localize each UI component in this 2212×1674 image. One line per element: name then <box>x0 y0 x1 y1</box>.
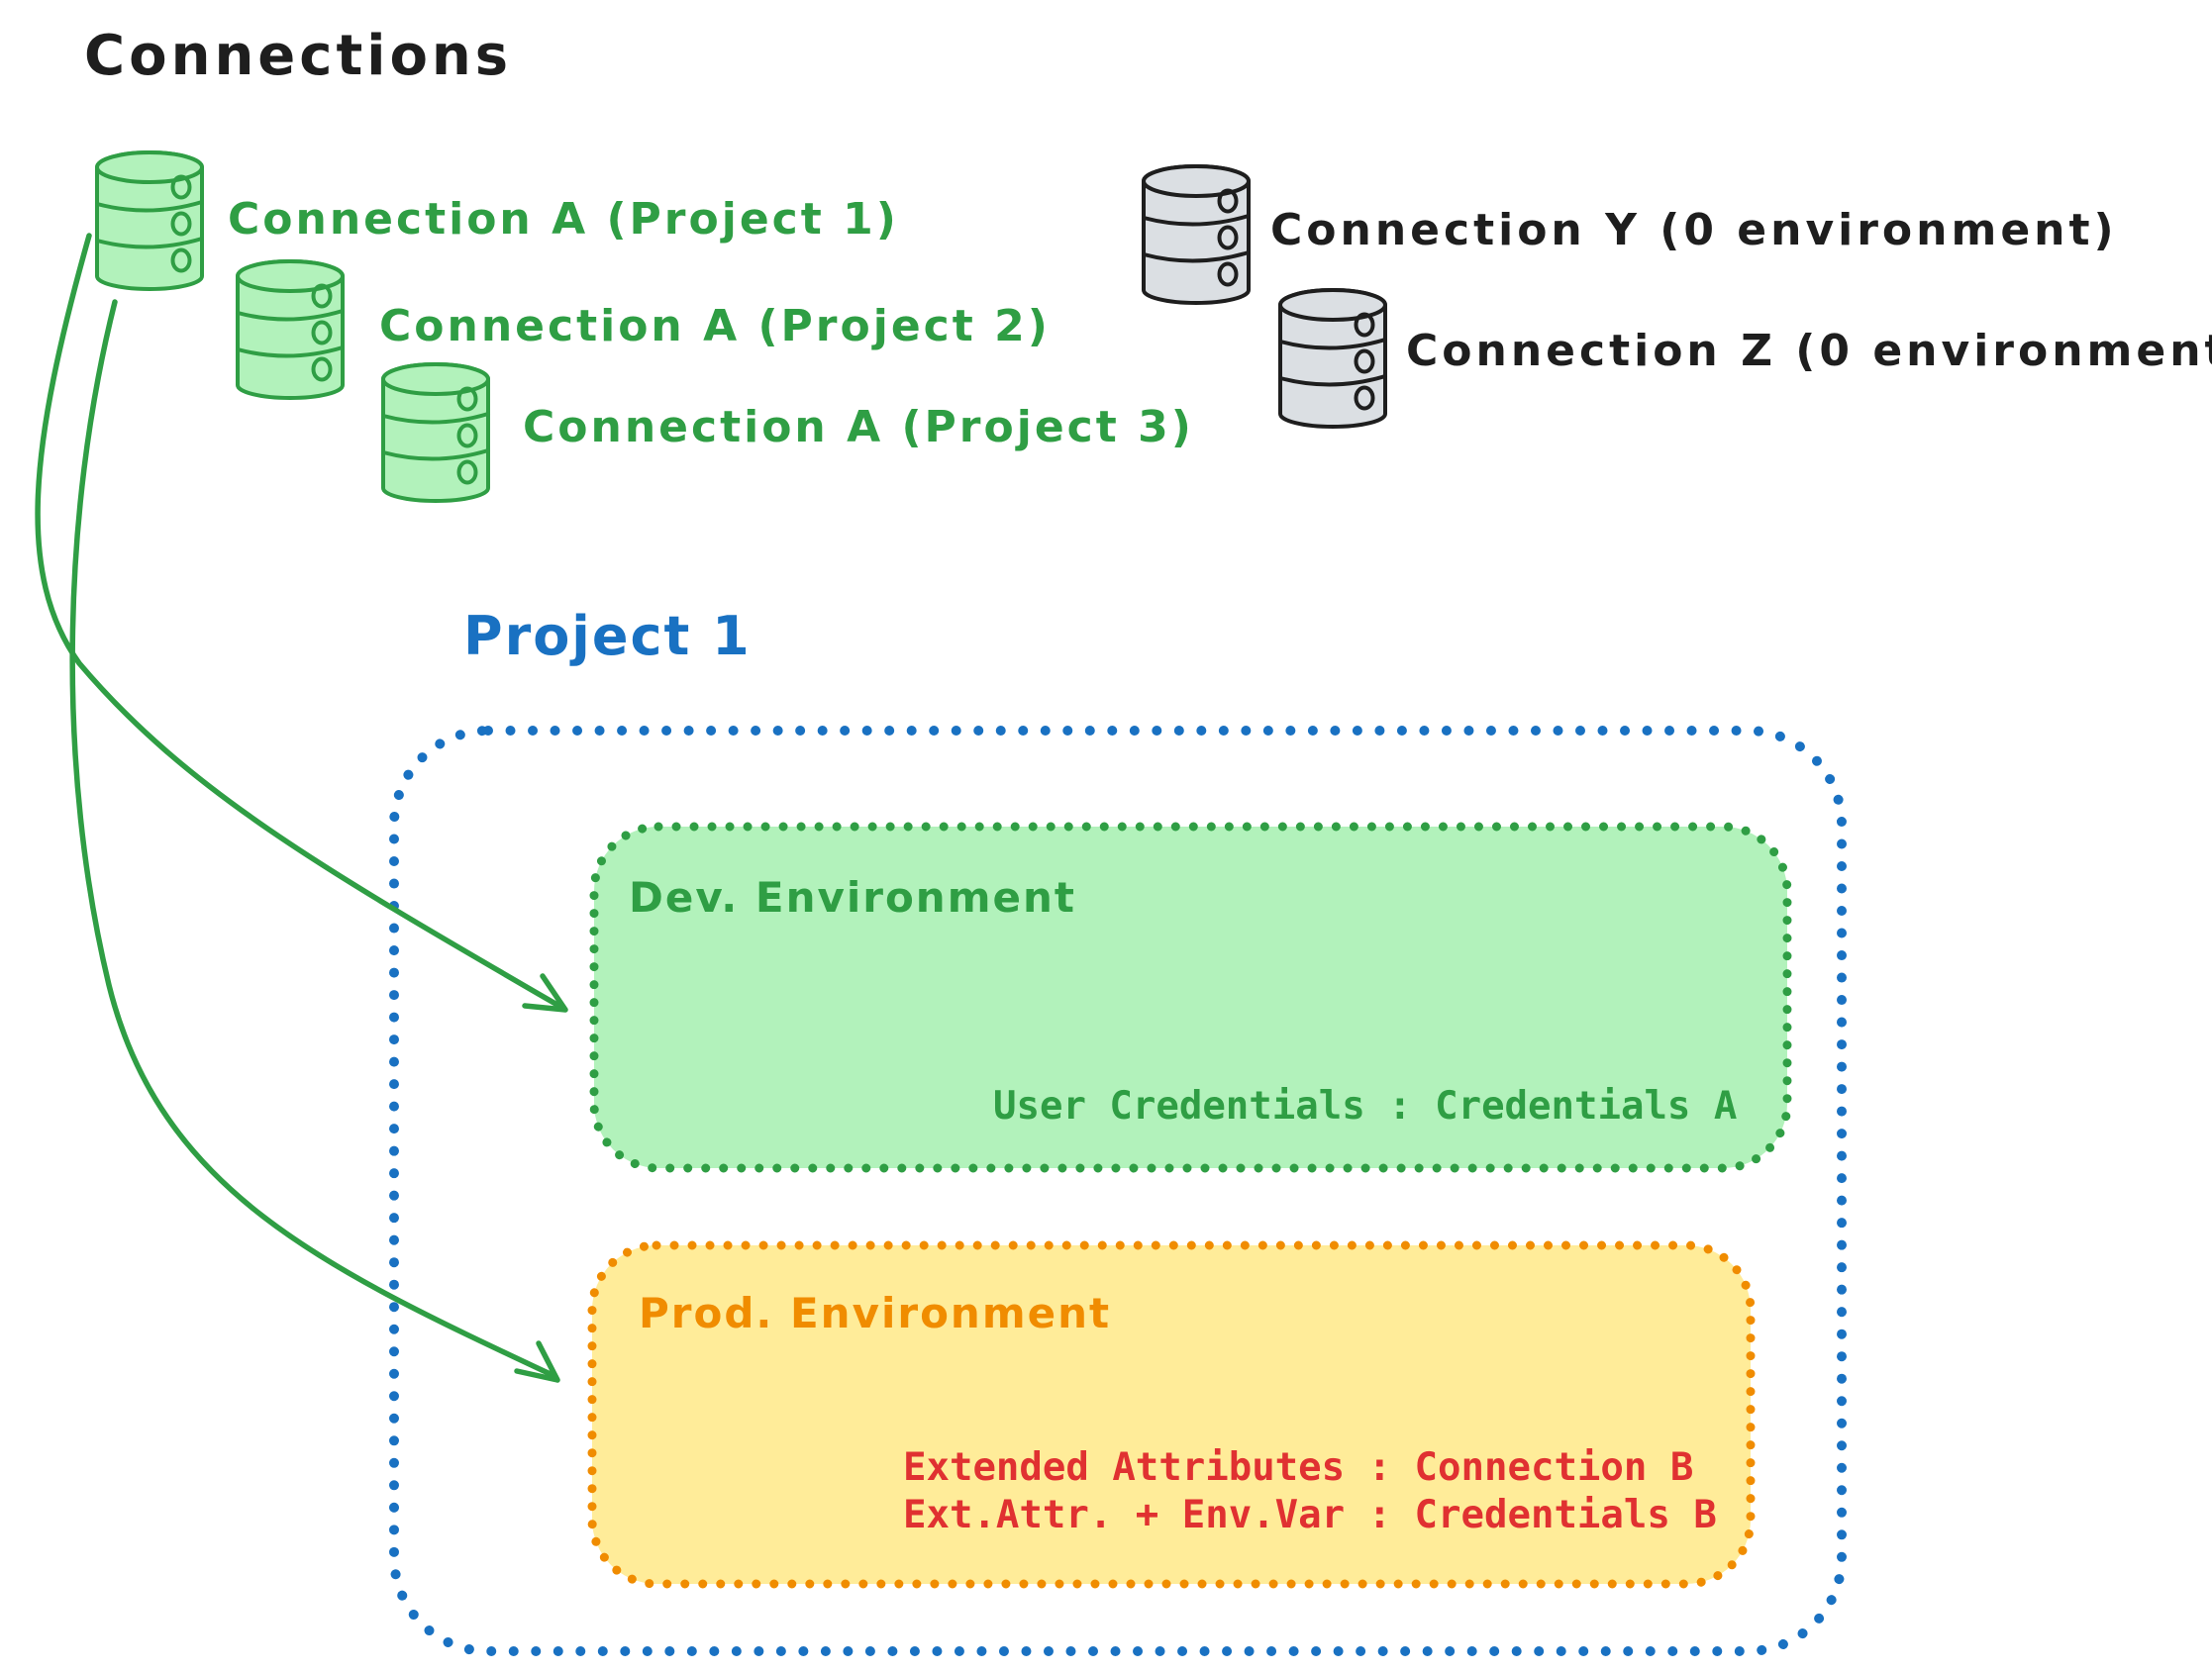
connection-y-label: Connection Y (0 environment) <box>1270 205 2118 255</box>
database-icon-connection-y <box>1144 166 1249 303</box>
database-icon-connection-a-project-3 <box>383 364 488 501</box>
arrow-connection-a-to-dev <box>35 233 568 1013</box>
connection-z-label: Connection Z (0 environment) <box>1406 326 2212 376</box>
project-1-box <box>389 726 1847 1656</box>
database-icon-connection-z <box>1280 290 1385 427</box>
dev-credentials-mapping: User Credentials : Credentials A <box>993 1084 1738 1129</box>
connection-a-project-1-label: Connection A (Project 1) <box>228 194 899 245</box>
prod-mapping-extended-attributes: Extended Attributes : Connection B <box>903 1445 1694 1490</box>
connection-a-project-2-label: Connection A (Project 2) <box>379 301 1051 351</box>
prod-environment-title: Prod. Environment <box>639 1289 1112 1337</box>
dev-environment-title: Dev. Environment <box>629 873 1076 922</box>
prod-mappings: Extended Attributes : Connection B Ext.A… <box>903 1444 1717 1539</box>
connection-a-project-3-label: Connection A (Project 3) <box>523 402 1194 452</box>
database-icon-connection-a-project-1 <box>97 152 202 289</box>
arrow-connection-a-to-prod <box>69 299 560 1383</box>
dev-environment-box <box>589 822 1792 1173</box>
database-icon-connection-a-project-2 <box>238 261 343 398</box>
diagram-title: Connections <box>84 24 513 88</box>
prod-mapping-env-var: Ext.Attr. + Env.Var : Credentials B <box>903 1493 1717 1537</box>
prod-environment-box <box>587 1240 1756 1589</box>
project-1-title: Project 1 <box>463 605 752 667</box>
